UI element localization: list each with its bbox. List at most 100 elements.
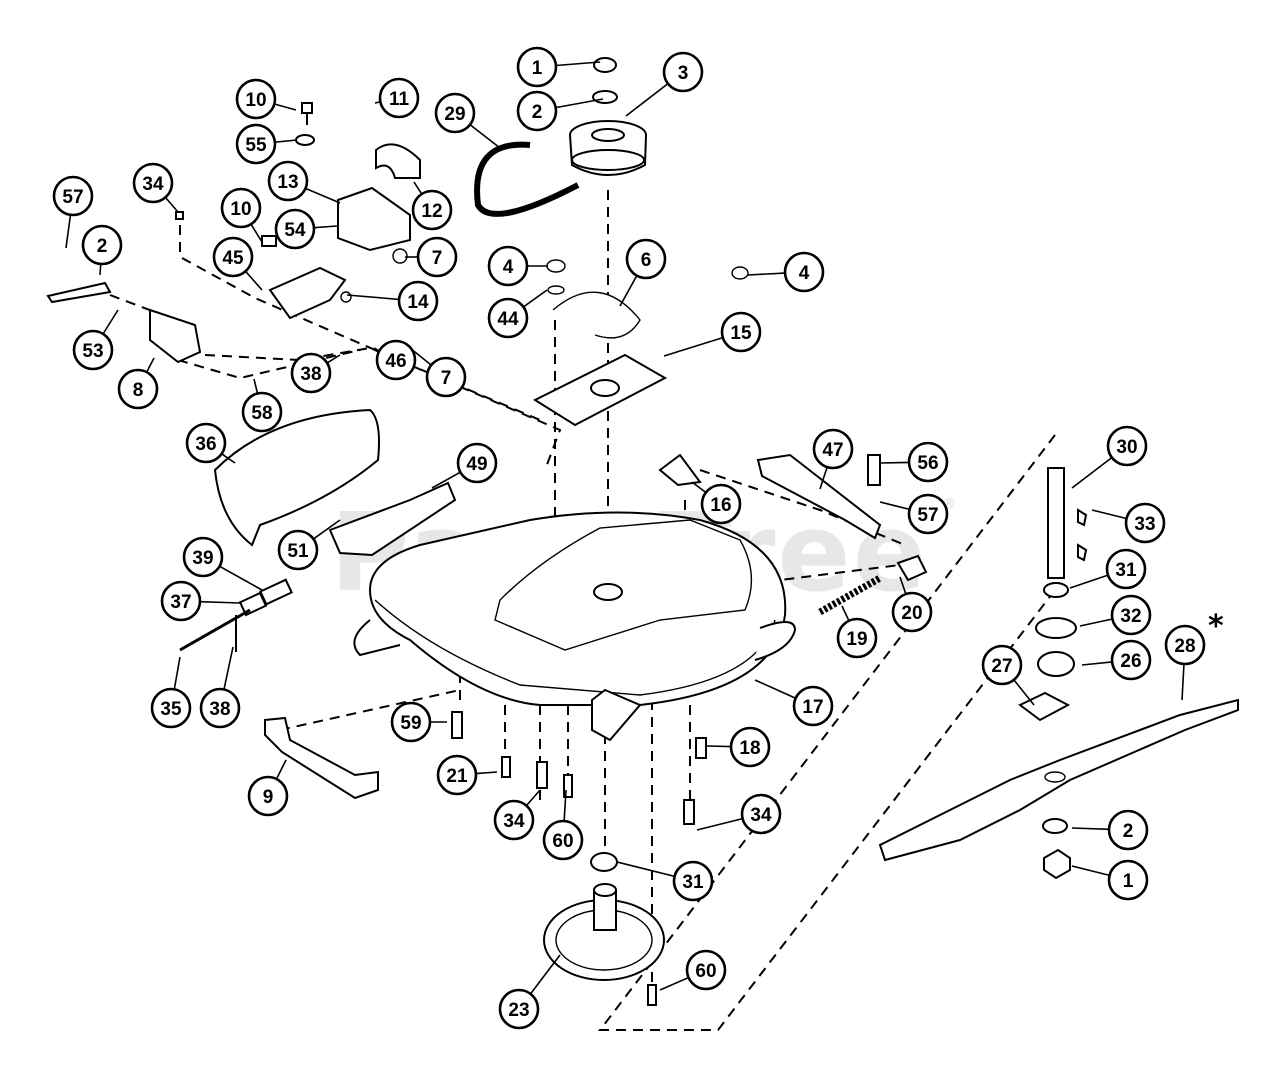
leader-line <box>555 61 601 67</box>
callout-number: 60 <box>695 961 716 982</box>
callout-circle <box>1124 502 1166 544</box>
callout-14: 14 <box>346 280 439 322</box>
leader-line <box>99 263 102 276</box>
callout-4: 4 <box>487 245 548 287</box>
leader-line <box>522 289 548 308</box>
callout-number: 10 <box>230 199 251 220</box>
callout-9: 9 <box>247 759 289 817</box>
callout-circle <box>81 224 123 266</box>
callout-circle <box>498 988 540 1030</box>
leader-line <box>529 954 561 995</box>
callout-16: 16 <box>691 481 742 525</box>
lift-arm <box>149 308 202 364</box>
callout-number: 39 <box>192 548 213 569</box>
callout-circle <box>212 236 254 278</box>
callout-circle <box>220 187 262 229</box>
callout-circle <box>685 949 727 991</box>
leader-line <box>475 771 498 775</box>
callout-number: 33 <box>1134 514 1155 535</box>
callout-number: 46 <box>385 351 406 372</box>
callout-circle <box>783 251 825 293</box>
callout-circle <box>150 687 192 729</box>
callout-circle <box>182 536 224 578</box>
leader-line <box>616 861 675 878</box>
callout-17: 17 <box>754 679 834 727</box>
callout-circle <box>185 422 227 464</box>
leader-line <box>431 471 461 489</box>
callout-56: 56 <box>879 441 949 483</box>
callout-49: 49 <box>431 442 498 489</box>
callout-7: 7 <box>405 236 458 278</box>
pulley-assembly <box>569 57 647 176</box>
callout-2: 2 <box>516 90 604 132</box>
callout-circle <box>487 297 529 339</box>
callout-number: 47 <box>822 440 843 461</box>
leader-line <box>1071 827 1110 831</box>
callout-60: 60 <box>659 949 727 991</box>
callout-circle <box>199 687 241 729</box>
callout-number: 56 <box>917 453 938 474</box>
callout-number: 35 <box>160 699 182 720</box>
callout-circle <box>1106 425 1148 467</box>
callout-circle <box>434 92 476 134</box>
callout-circle <box>1107 809 1149 851</box>
callout-number: 51 <box>287 541 309 562</box>
callout-circle <box>274 208 316 250</box>
callout-number: 58 <box>251 403 272 424</box>
note-asterisk: * <box>1208 609 1224 644</box>
leader-line <box>619 275 638 307</box>
callout-circle <box>1164 624 1206 666</box>
callout-38: 38 <box>290 352 341 394</box>
callout-circle <box>411 189 453 231</box>
callout-number: 11 <box>389 89 410 110</box>
leader-line <box>1071 865 1110 877</box>
callout-number: 6 <box>641 250 652 271</box>
callout-27: 27 <box>981 644 1035 706</box>
callout-number: 34 <box>142 174 164 195</box>
callout-number: 2 <box>532 102 543 123</box>
deck-bolts <box>451 711 707 1006</box>
callout-circle <box>267 160 309 202</box>
callout-3: 3 <box>625 51 704 117</box>
idler-bracket <box>337 186 411 252</box>
callout-4: 4 <box>747 251 825 293</box>
callout-number: 54 <box>284 220 306 241</box>
callout-number: 38 <box>300 364 321 385</box>
callout-circle <box>378 77 420 119</box>
callout-57: 57 <box>879 493 949 535</box>
leader-line <box>146 357 155 373</box>
callout-number: 57 <box>917 505 938 526</box>
tension-spring <box>818 574 882 616</box>
callout-number: 38 <box>209 699 230 720</box>
callout-circle <box>425 356 467 398</box>
callout-circle <box>117 368 159 410</box>
callout-circle <box>907 493 949 535</box>
leader-line <box>469 124 501 149</box>
callout-circle <box>1110 639 1152 681</box>
callout-26: 26 <box>1081 639 1152 681</box>
callout-number: 9 <box>263 787 274 808</box>
callout-circle <box>132 162 174 204</box>
callout-number: 1 <box>1123 871 1134 892</box>
callout-circle <box>812 428 854 470</box>
callout-circle <box>72 329 114 371</box>
callout-34: 34 <box>493 789 541 841</box>
callout-18: 18 <box>706 726 771 768</box>
callout-circle <box>52 175 94 217</box>
callout-number: 2 <box>97 236 108 257</box>
callout-number: 31 <box>682 872 704 893</box>
callout-number: 7 <box>432 248 443 269</box>
callout-28: 28 <box>1164 624 1206 701</box>
callout-number: 4 <box>503 257 514 278</box>
leader-line <box>253 378 259 394</box>
callout-58: 58 <box>241 378 283 433</box>
callout-circle <box>700 483 742 525</box>
blade-spindle <box>1018 467 1088 722</box>
callout-30: 30 <box>1071 425 1148 489</box>
callout-47: 47 <box>812 428 854 490</box>
callout-number: 59 <box>400 713 421 734</box>
callout-circle <box>277 529 319 571</box>
callout-31: 31 <box>1069 548 1147 590</box>
